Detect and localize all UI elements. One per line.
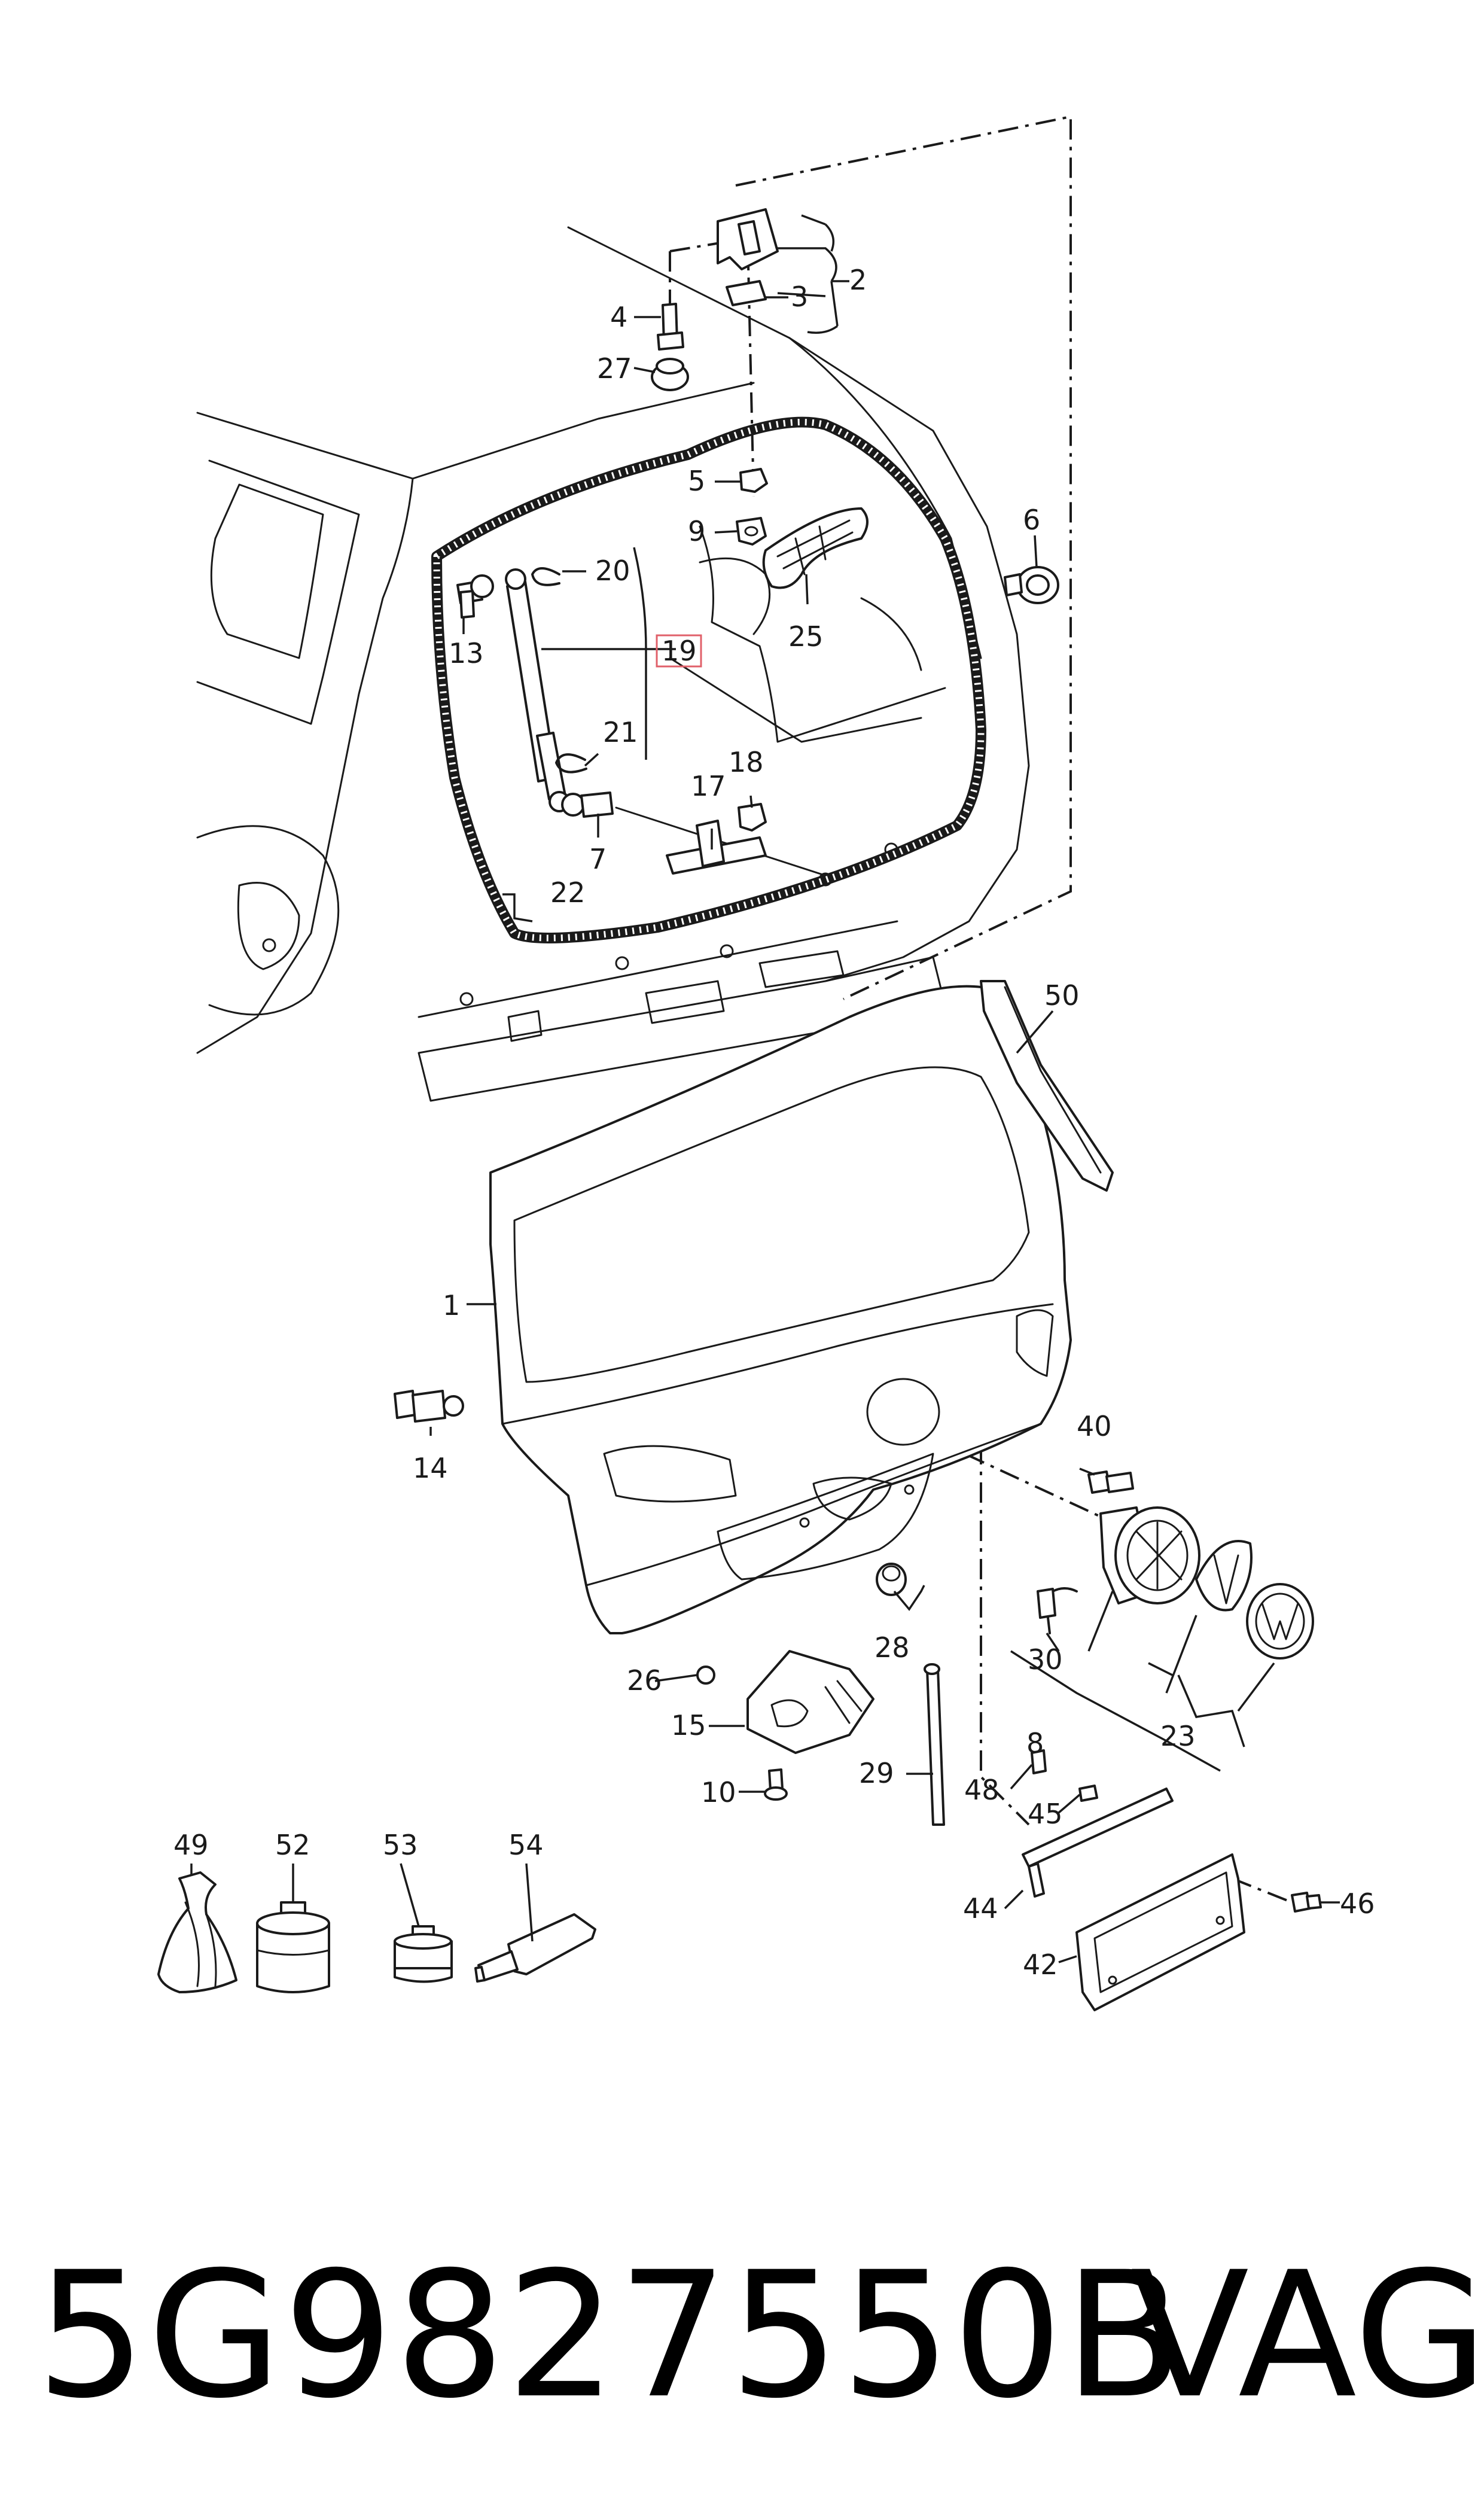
callout-7: 7 xyxy=(589,843,607,875)
callout-53: 53 xyxy=(383,1829,418,1861)
callout-27: 27 xyxy=(597,352,632,385)
callout-52: 52 xyxy=(275,1829,310,1861)
callout-19: 19 xyxy=(662,635,697,667)
callout-44: 44 xyxy=(963,1892,998,1925)
screw-46 xyxy=(1291,1892,1322,1913)
tailgate-seal xyxy=(431,416,986,943)
brand-name: VAG xyxy=(1130,2235,1484,2437)
part-number: 5G9827550B xyxy=(36,2235,1184,2437)
callout-6: 6 xyxy=(1023,504,1040,536)
callout-2: 2 xyxy=(849,264,867,296)
connector-30 xyxy=(1037,1587,1078,1634)
bolt-4 xyxy=(657,303,684,351)
hinge xyxy=(717,208,779,306)
container-52 xyxy=(256,1901,330,1993)
leader-lines xyxy=(190,214,1340,1963)
gas-strut-19 xyxy=(505,568,570,812)
striker-17 xyxy=(666,820,767,875)
rod-29 xyxy=(924,1663,945,1826)
clip-48 xyxy=(1031,1749,1047,1774)
callout-13: 13 xyxy=(449,637,484,669)
screw-40 xyxy=(1087,1470,1134,1494)
screw-45 xyxy=(1078,1785,1098,1802)
callout-49: 49 xyxy=(173,1829,209,1861)
callout-9: 9 xyxy=(688,515,705,547)
callout-15: 15 xyxy=(671,1709,706,1741)
callout-46: 46 xyxy=(1340,1887,1375,1920)
callout-4: 4 xyxy=(610,301,627,333)
callout-54: 54 xyxy=(508,1829,544,1861)
grommet-27 xyxy=(651,358,689,391)
ball-stud-13 xyxy=(456,574,494,619)
callout-42: 42 xyxy=(1023,1948,1058,1981)
tube-54 xyxy=(474,1913,596,1983)
callout-28: 28 xyxy=(874,1631,910,1664)
callout-14: 14 xyxy=(413,1452,448,1484)
callout-labels: 1 2 3 4 5 6 7 8 9 10 13 14 15 17 18 19 2… xyxy=(173,264,1375,1981)
callout-30: 30 xyxy=(1028,1643,1063,1676)
bag-49 xyxy=(157,1871,237,1993)
plate-bracket-44 xyxy=(1022,1788,1174,1898)
callout-23: 23 xyxy=(1160,1720,1196,1752)
callout-1: 1 xyxy=(443,1289,460,1322)
callout-29: 29 xyxy=(859,1757,894,1789)
nut-5 xyxy=(739,468,768,493)
callout-45: 45 xyxy=(1028,1798,1063,1830)
cap-26 xyxy=(696,1666,715,1685)
highlight-box-19 xyxy=(656,634,702,668)
callout-8: 8 xyxy=(1026,1727,1044,1759)
callout-18: 18 xyxy=(729,746,764,778)
callout-40: 40 xyxy=(1077,1410,1112,1442)
callout-3: 3 xyxy=(791,281,808,313)
nut-9 xyxy=(736,517,767,546)
callout-26: 26 xyxy=(627,1664,662,1697)
callout-21: 21 xyxy=(603,716,638,748)
callout-25: 25 xyxy=(788,620,824,653)
buffer-6 xyxy=(1004,566,1059,604)
lock-15 xyxy=(746,1650,874,1754)
grommet-28 xyxy=(876,1563,907,1596)
spoiler-50 xyxy=(980,980,1114,1192)
clip-20 xyxy=(531,567,560,586)
wiring-harness-25 xyxy=(762,507,869,589)
screw-10 xyxy=(764,1768,788,1801)
nut-18 xyxy=(738,803,767,832)
ball-stud-7 xyxy=(561,791,614,818)
callout-50: 50 xyxy=(1044,979,1080,1012)
handle-camera-unit xyxy=(1099,1506,1200,1604)
ball-stud-14 xyxy=(394,1390,464,1423)
licence-plate-42 xyxy=(1075,1853,1245,2011)
callout-48: 48 xyxy=(964,1774,1000,1806)
emblem-23 xyxy=(1195,1540,1314,1660)
callout-20: 20 xyxy=(595,555,630,587)
callout-5: 5 xyxy=(688,465,705,497)
clip-21 xyxy=(555,753,587,774)
callout-10: 10 xyxy=(701,1776,736,1808)
tailgate-1 xyxy=(489,985,1072,1634)
container-53 xyxy=(394,1925,453,1983)
callout-17: 17 xyxy=(691,770,726,802)
callout-22: 22 xyxy=(550,876,586,909)
